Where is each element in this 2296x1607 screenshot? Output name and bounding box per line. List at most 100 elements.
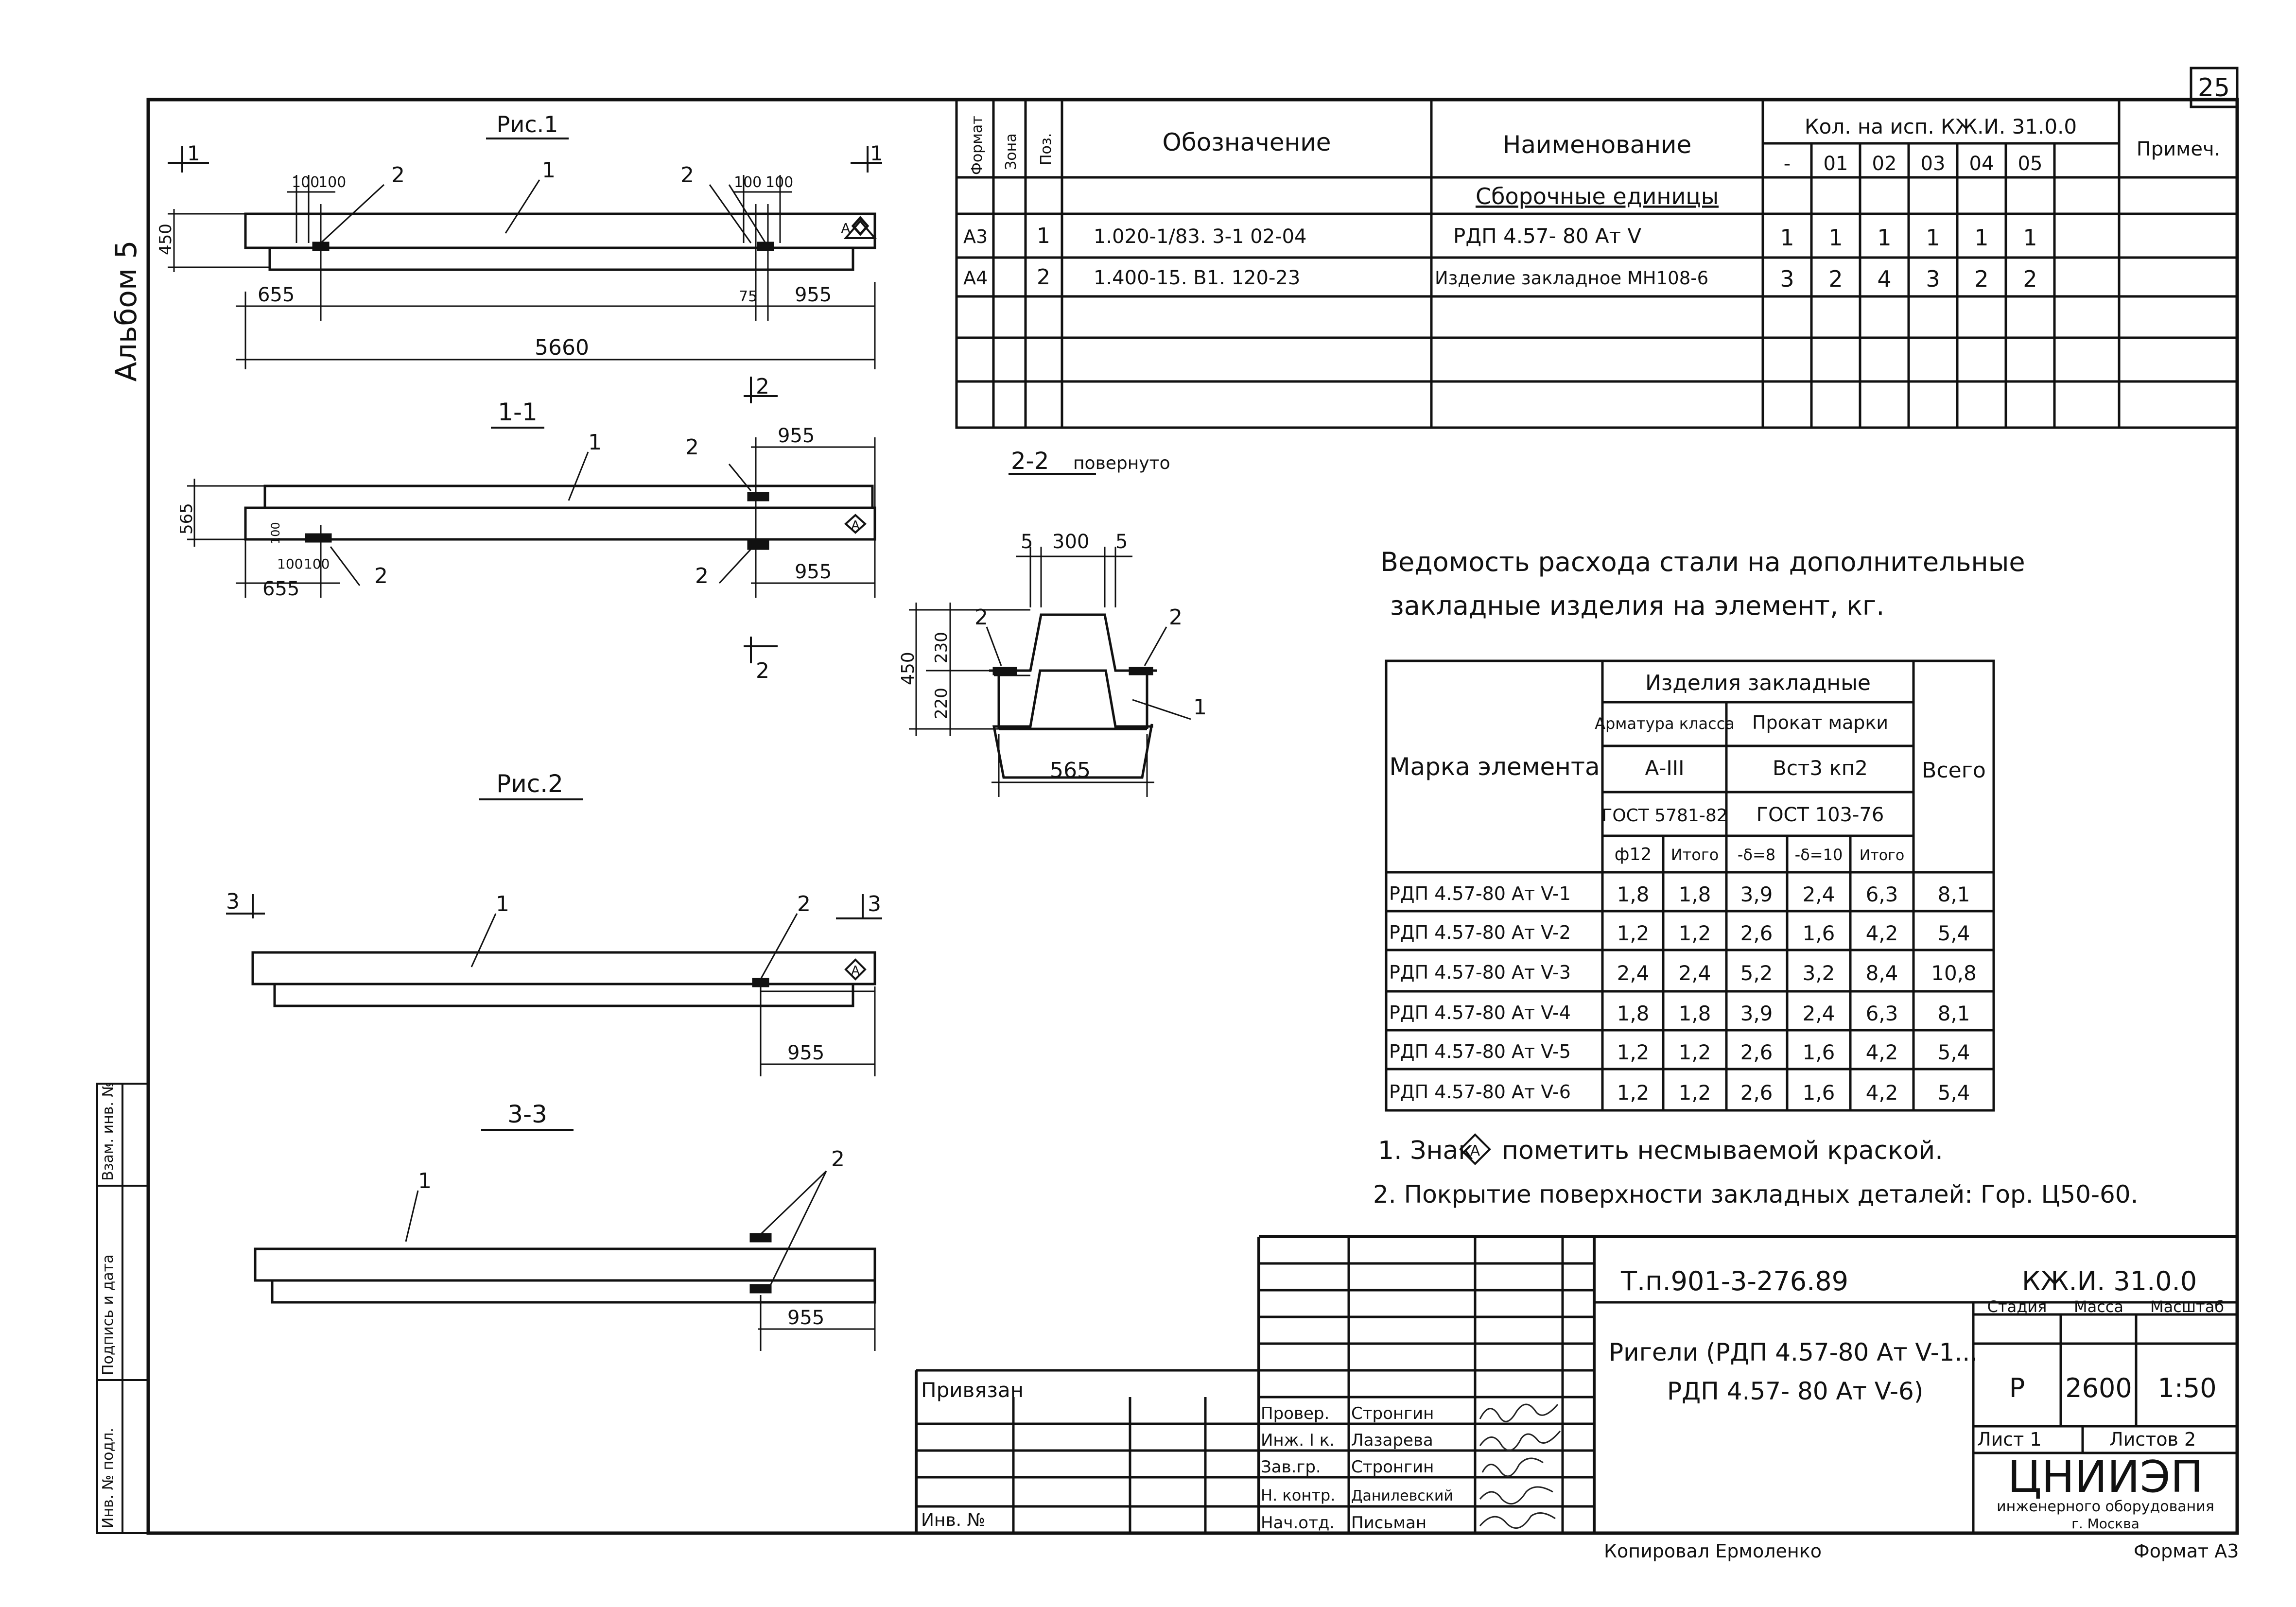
sec22-dim-upper: 230 [932,632,951,663]
steel-row4-v3: 2,4 [1803,1002,1835,1025]
sec11-dim-small: 100 [269,522,282,544]
album-label: Альбом 5 [109,241,143,382]
note1-marker-glyph: А [1470,1142,1480,1159]
tb-staff-role-2: Инж. I к. [1261,1431,1335,1450]
fig2-marker-glyph: А [851,964,860,978]
steel-row5-v5: 5,4 [1938,1040,1970,1064]
steel-row4-v0: 1,8 [1617,1002,1650,1025]
steel-row4-v5: 8,1 [1938,1002,1970,1025]
sec22-dim-top: 300 [1052,531,1089,553]
steel-row2-v3: 1,6 [1803,921,1835,945]
steel-h-steel-grade: Вст3 кп2 [1773,756,1868,780]
fig1-left-offset-2: 100 [318,174,346,191]
fig1-left-offset-1: 100 [292,174,319,191]
steel-row6-v2: 2,6 [1740,1081,1773,1105]
steel-h-rebar-class: А-III [1645,756,1684,780]
fig1-dim-right: 955 [795,284,832,306]
note1-part2: пометить несмываемой краской. [1502,1136,1943,1165]
tb-org: ЦНИИЭП [2008,1451,2204,1503]
fig1-right-offset-1: 100 [734,174,762,191]
steel-row6-v3: 1,6 [1803,1081,1835,1105]
steel-row3-v3: 3,2 [1803,961,1835,985]
sec33-pos2-label: 2 [831,1147,845,1172]
fig1-dim-total: 5660 [535,335,589,360]
fig2-section-mark-right: 3 [868,892,881,916]
tb-staff-name-3: Стронгин [1351,1457,1434,1477]
spec-row2-pos: 2 [1037,265,1050,290]
tb-staff-name-2: Лазарева [1351,1431,1433,1450]
beam-fig1-shape [228,212,876,271]
signatures [1479,1403,1561,1529]
steel-row2-mark: РДП 4.57-80 Ат V-2 [1389,922,1571,943]
fig1-dim-small: 75 [739,288,757,305]
steel-row1-v1: 1,8 [1679,882,1711,906]
tb-staff-role-4: Н. контр. [1261,1486,1335,1504]
steel-row5-v4: 4,2 [1866,1040,1898,1064]
steel-row2-v2: 2,6 [1740,921,1773,945]
sec22-pos2-left-label: 2 [974,605,988,630]
steel-title-line2: закладные изделия на элемент, кг. [1390,590,1884,621]
fig1-marker-glyph: А [841,220,850,236]
steel-row4-mark: РДП 4.57-80 Ат V-4 [1389,1002,1571,1023]
steel-row6-v1: 1,2 [1679,1081,1711,1105]
steel-row6-v5: 5,4 [1938,1081,1970,1105]
sec11-pos2-bottom-right-label: 2 [695,564,709,588]
tb-stage: Р [2009,1373,2025,1403]
sec11-section-mark-bottom: 2 [756,658,769,683]
spec-row1-qty-5: 1 [2023,225,2037,251]
sec22-title: 2-2 [1011,448,1049,475]
spec-row1-qty-3: 1 [1926,225,1940,251]
steel-row1-v4: 6,3 [1866,882,1898,906]
steel-row2-v4: 4,2 [1866,921,1898,945]
tb-name-line1: Ригели (РДП 4.57-80 Ат V-1... [1609,1338,1978,1366]
spec-row1-qty-4: 1 [1974,225,1988,251]
sec22-pos2-right-label: 2 [1169,605,1183,630]
sec33-title: 3-3 [507,1100,547,1128]
tb-project: Т.п.901-3-276.89 [1620,1266,1848,1296]
steel-row2-v5: 5,4 [1938,921,1970,945]
steel-row6-v0: 1,2 [1617,1081,1650,1105]
fig2-pos1-label: 1 [496,892,509,916]
fig2-section-mark-left: 3 [226,889,240,914]
steel-row2-v0: 1,2 [1617,921,1650,945]
steel-h-mark: Марка элемента [1389,753,1600,781]
steel-sub-3: -δ=10 [1795,846,1843,864]
steel-row6-v4: 4,2 [1866,1081,1898,1105]
spec-qty-col-0: - [1784,153,1791,175]
steel-row3-v1: 2,4 [1679,961,1711,985]
tb-staff-name-1: Стронгин [1351,1404,1434,1423]
steel-sub-2: -δ=8 [1738,846,1775,864]
tb-sheets: Листов 2 [2109,1429,2196,1450]
steel-row3-v2: 5,2 [1740,961,1773,985]
spec-h-name: Наименование [1503,131,1692,159]
steel-row: РДП 4.57-80 Ат V-2 1,2 1,2 2,6 1,6 4,2 5… [1389,921,1970,945]
fig1-section-mark-left: 1 [187,141,200,165]
fig1-pos2-left-label: 2 [391,163,405,188]
fig2-pos2-label: 2 [797,892,811,916]
sec22-dim-height: 450 [898,652,918,685]
tb-sheet: Лист 1 [1977,1429,2042,1450]
steel-h-items: Изделия закладные [1645,671,1871,695]
steel-row5-v2: 2,6 [1740,1040,1773,1064]
steel-row5-v3: 1,6 [1803,1040,1835,1064]
tb-stage-header: Стадия [1987,1297,2047,1316]
fig1-title: Рис.1 [497,111,558,138]
spec-h-zone: Зона [1003,133,1020,170]
sec11-dim-height: 565 [177,503,196,535]
copied-by-note: Копировал Ермоленко [1604,1540,1822,1562]
spec-h-qty: Кол. на исп. КЖ.И. 31.0.0 [1805,115,2077,138]
tb-scale: 1:50 [2157,1373,2216,1403]
steel-row: РДП 4.57-80 Ат V-1 1,8 1,8 3,9 2,4 6,3 8… [1389,882,1970,906]
spec-row1-pos: 1 [1037,224,1050,248]
steel-sub-4: Итого [1860,847,1904,864]
sec11-offset-2: 100 [304,556,330,572]
steel-h-gost1: ГОСТ 5781-82 [1601,806,1727,826]
sec22-pos1-label: 1 [1193,695,1207,720]
sec11-marker-glyph: А [851,518,860,533]
spec-h-pos: Поз. [1038,133,1055,165]
sec11-title: 1-1 [498,398,538,426]
note2: 2. Покрытие поверхности закладных детале… [1373,1180,2139,1209]
tb-staff-name-4: Данилевский [1351,1487,1453,1504]
tb-bound: Привязан [921,1378,1024,1402]
